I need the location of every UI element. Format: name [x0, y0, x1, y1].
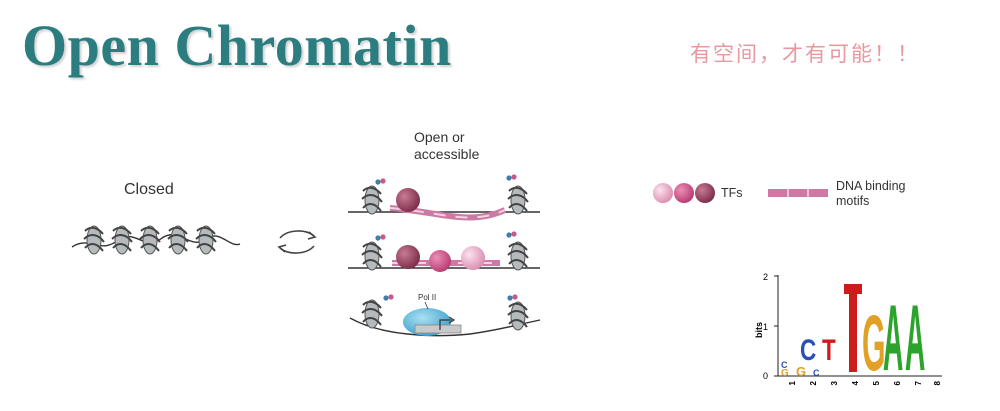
- open-row-3: Pol II: [349, 293, 541, 337]
- svg-text:1: 1: [788, 380, 797, 385]
- svg-text:C: C: [813, 368, 820, 378]
- nucleosome-left-3: [361, 299, 383, 329]
- logo-letter-T-tall: [844, 284, 862, 372]
- svg-text:6: 6: [893, 380, 902, 385]
- svg-text:7: 7: [914, 380, 923, 385]
- closed-nucleosome-1: [83, 225, 105, 255]
- closed-nucleosome-5: [195, 225, 217, 255]
- histone-mark-icon: [375, 234, 386, 241]
- svg-text:G: G: [781, 368, 789, 379]
- svg-text:8: 8: [933, 380, 942, 385]
- legend-tf-dark: [695, 183, 715, 203]
- logo-xticks: 1 2 3 4 5 6 7 8: [788, 380, 942, 385]
- slogan-text: 有空间，才有可能！！: [690, 42, 920, 66]
- nucleosome-right-2: [507, 241, 529, 271]
- closed-nucleosome-2: [111, 225, 133, 255]
- logo-ytick-1: 1: [763, 322, 768, 332]
- nucleosome-right-1: [507, 185, 529, 215]
- tf-dark: [396, 188, 420, 212]
- pol2-label: Pol II: [418, 293, 436, 302]
- logo-ytick-2: 2: [763, 272, 768, 282]
- open-row-2: [348, 231, 540, 272]
- closed-label: Closed: [124, 181, 174, 198]
- nucleosome-left-2: [361, 241, 383, 271]
- nucleosome-left-1: [361, 185, 383, 215]
- svg-text:C: C: [781, 360, 788, 370]
- logo-letter-A1: A: [883, 285, 903, 391]
- svg-text:5: 5: [872, 380, 881, 385]
- sequence-logo: 2 1 0 bits G C G C C T G A A 1 2 3 4 5 6…: [754, 272, 942, 390]
- open-label-line2: accessible: [414, 146, 480, 162]
- svg-text:G: G: [796, 364, 806, 379]
- logo-ytick-0: 0: [763, 371, 768, 381]
- logo-letter-T: T: [822, 333, 836, 367]
- legend-tf-light: [653, 183, 673, 203]
- open-row-1: [348, 174, 540, 221]
- tf-mid: [429, 250, 451, 272]
- open-label: Open or accessible: [414, 129, 479, 163]
- histone-mark-icon: [506, 174, 517, 181]
- tss-arrow-icon: [448, 316, 456, 324]
- closed-nucleosome-3: [139, 225, 161, 255]
- legend: [653, 183, 828, 203]
- histone-mark-icon: [375, 178, 386, 185]
- tf-light: [461, 246, 485, 270]
- tfs-legend-label: TFs: [721, 186, 743, 200]
- svg-text:4: 4: [851, 380, 860, 385]
- legend-tf-mid: [674, 183, 694, 203]
- page-title: Open Chromatin: [22, 13, 452, 78]
- histone-mark-icon: [383, 294, 394, 301]
- histone-mark-icon: [506, 231, 517, 238]
- legend-motif-bar: [768, 189, 828, 197]
- motifs-label-line2: motifs: [836, 194, 870, 208]
- logo-letter-A2: A: [905, 285, 925, 391]
- closed-chromatin: [71, 225, 241, 255]
- histone-mark-icon: [507, 294, 518, 301]
- motifs-legend-label: DNA binding motifs: [836, 179, 906, 209]
- logo-ylabel: bits: [754, 322, 764, 338]
- motifs-label-line1: DNA binding: [836, 179, 906, 193]
- svg-text:2: 2: [809, 380, 818, 385]
- logo-letter-G: G: [862, 299, 886, 388]
- open-label-line1: Open or: [414, 129, 465, 145]
- equilibrium-arrows-icon: [277, 230, 317, 254]
- svg-text:3: 3: [830, 380, 839, 385]
- tf-dark: [396, 245, 420, 269]
- closed-nucleosome-4: [167, 225, 189, 255]
- logo-letter-C: C: [800, 333, 816, 367]
